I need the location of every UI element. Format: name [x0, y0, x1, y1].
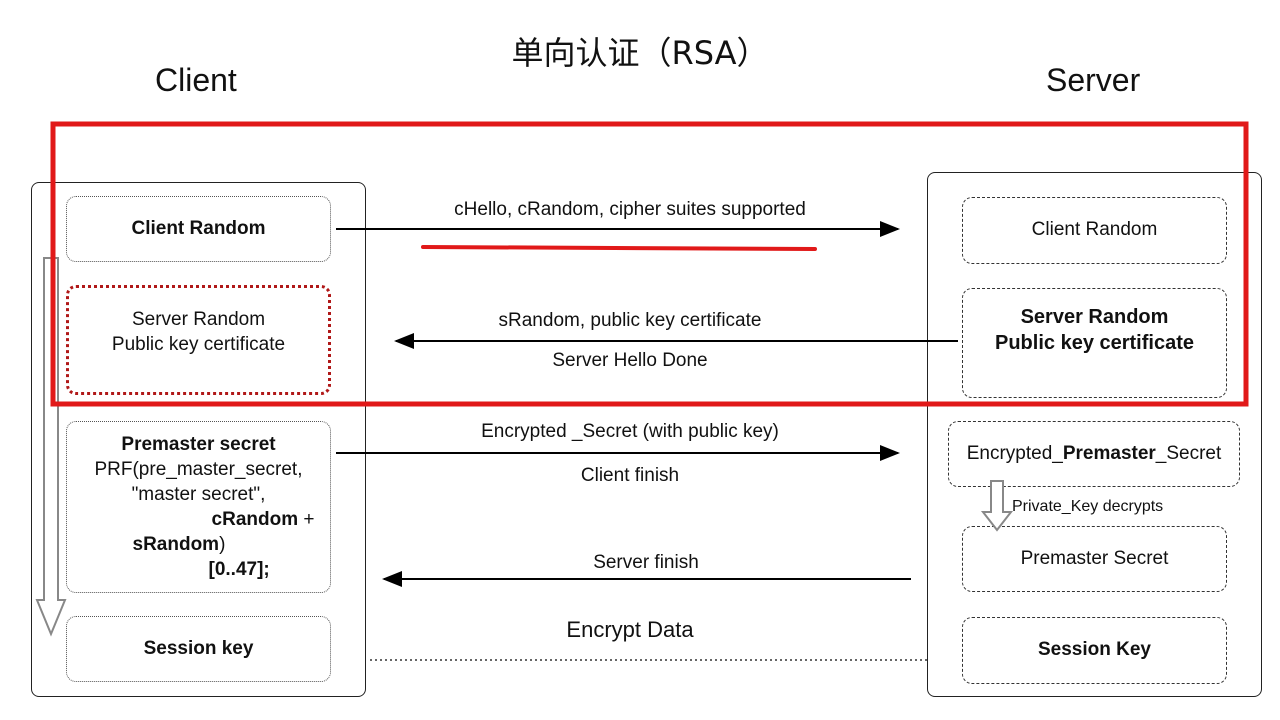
encrypted-premaster-label: Encrypted_Premaster_Secret — [967, 442, 1222, 467]
encrypt-data-message: Encrypt Data — [566, 617, 694, 642]
server-server-random-line1: Server Random — [1020, 306, 1169, 328]
premaster-crandom: cRandom — [211, 509, 299, 531]
diagram-title: 单向认证（RSA） — [511, 34, 769, 72]
client-random-box: Client Random — [66, 196, 331, 262]
server-encrypted-premaster-box: Encrypted_Premaster_Secret — [948, 421, 1240, 487]
server-client-random-box: Client Random — [962, 197, 1227, 264]
premaster-srandom-line: sRandom) — [79, 532, 319, 557]
premaster-crandom-line: cRandom + — [79, 507, 319, 532]
encrypted-secret-message: Encrypted _Secret (with public key) — [481, 421, 779, 442]
client-server-random-line1: Server Random — [131, 309, 266, 331]
server-finish-message: Server finish — [593, 552, 699, 573]
premaster-plus: + — [298, 509, 315, 531]
premaster-master-line: "master secret", — [131, 484, 266, 506]
encrypted-suffix: _Secret — [1155, 442, 1222, 464]
client-session-key-box: Session key — [66, 616, 331, 682]
client-public-key-line: Public key certificate — [111, 334, 286, 355]
premaster-srandom: sRandom — [132, 534, 220, 556]
premaster-paren: ) — [219, 534, 226, 556]
client-premaster-box: Premaster secret PRF(pre_master_secret, … — [66, 421, 331, 593]
server-session-key-box: Session Key — [962, 617, 1227, 684]
server-premaster-secret-box: Premaster Secret — [962, 526, 1227, 592]
decrypt-note: Private_Key decrypts — [1012, 498, 1164, 515]
client-finish-message: Client finish — [580, 465, 680, 486]
server-public-key-line: Public key certificate — [995, 332, 1194, 354]
client-hello-message: cHello, cRandom, cipher suites supported — [454, 199, 806, 220]
server-server-random-box: Server Random Public key certificate — [962, 288, 1227, 398]
encrypted-bold: Premaster — [1062, 442, 1156, 464]
premaster-title: Premaster secret — [121, 434, 276, 455]
premaster-prf-line: PRF(pre_master_secret, — [94, 459, 303, 481]
server-label: Server — [1046, 62, 1141, 98]
premaster-range: [0..47]; — [208, 559, 270, 581]
server-hello-message: sRandom, public key certificate — [498, 310, 762, 331]
client-server-random-box: Server Random Public key certificate — [66, 285, 331, 395]
encrypted-prefix: Encrypted_ — [966, 442, 1063, 464]
server-hello-done-message: Server Hello Done — [552, 350, 708, 371]
client-label: Client — [155, 62, 237, 98]
client-hello-underline — [421, 245, 817, 251]
